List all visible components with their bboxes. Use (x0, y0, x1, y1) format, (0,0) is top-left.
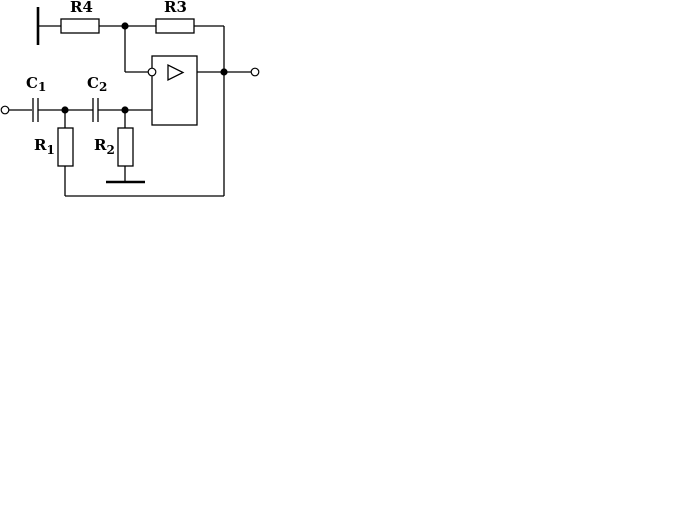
resistor-r3 (155, 18, 195, 34)
resistor-r4 (60, 18, 100, 34)
resistor-r1 (57, 127, 74, 167)
input-terminal (0, 105, 10, 115)
inverting-input-marker (147, 67, 157, 77)
triangle-amplifier-icon (167, 63, 185, 82)
op-amp-body (151, 55, 198, 126)
label-c2: C2 (87, 74, 107, 94)
label-r2: R2 (94, 136, 115, 157)
resistor-r2 (117, 127, 134, 167)
junction-node-output (220, 68, 228, 76)
label-c1: C1 (26, 74, 46, 94)
output-terminal (250, 67, 260, 77)
label-r4: R4 (70, 0, 93, 16)
label-r1: R1 (34, 136, 55, 157)
label-r3: R3 (164, 0, 187, 16)
